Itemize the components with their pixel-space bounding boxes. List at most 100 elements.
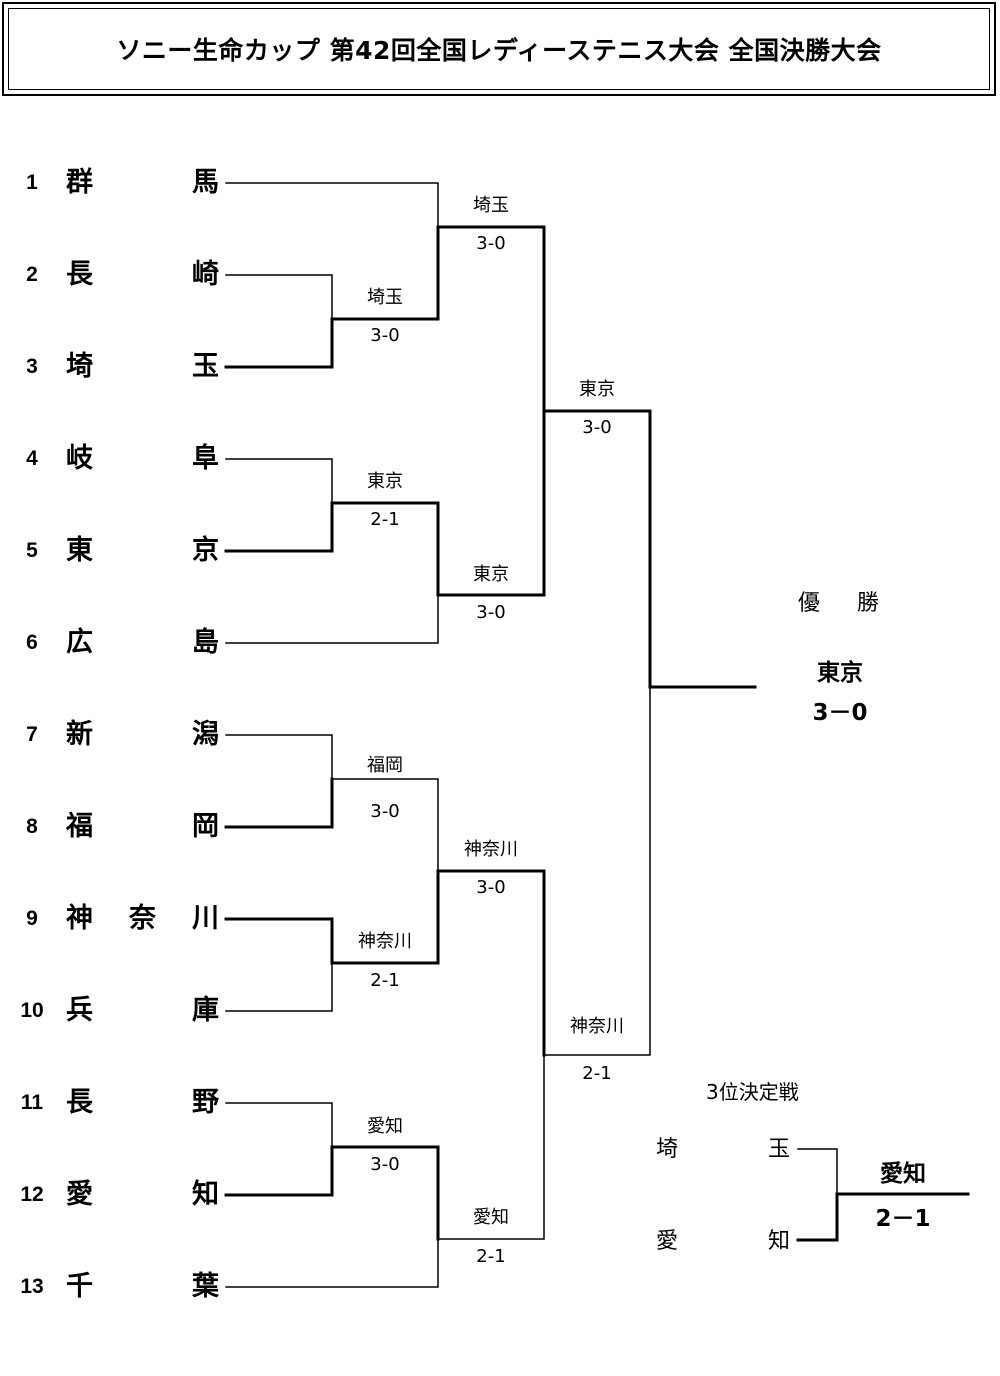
bracket-line [542,409,652,689]
page-title: ソニー生命カップ 第42回全国レディーステニス大会 全国決勝大会 [116,36,882,65]
participant-name-char: 群 [66,167,93,198]
seed-number: 10 [20,999,44,1022]
bracket-line [330,225,440,321]
participant-name-char: 神 [66,903,93,934]
seed-number: 12 [20,1183,44,1206]
championship-heading-char: 優 [798,591,823,616]
match-score: 3-0 [582,417,612,438]
bracket-line [436,409,546,597]
participant-name-char: 兵 [66,995,93,1026]
bracket-line [224,1145,334,1197]
participant-name-char: 岐 [66,443,93,474]
match-winner: 東京 [473,564,509,585]
participant-name-char: 長 [66,259,93,290]
match-score: 2-1 [476,1246,506,1267]
match-winner: 東京 [367,471,403,492]
participant-name-char: 埼 [66,351,93,382]
third-place-winner: 愛知 [880,1161,926,1187]
participant-name-char: 潟 [192,719,219,750]
bracket-line [224,317,334,369]
bracket-line [797,1148,838,1195]
third-place-title: 3位決定戦 [706,1080,799,1104]
match-winner: 愛知 [473,1207,509,1228]
match-winner: 神奈川 [464,839,518,860]
bracket-line [225,458,333,504]
bracket-line [224,777,334,829]
participant-name-char: 岡 [192,811,219,842]
bracket-line [437,1054,545,1240]
participant-name-char: 馬 [192,167,219,198]
participant-name-char: 新 [66,719,93,750]
match-winner: 東京 [579,379,615,400]
participant-name-char: 玉 [192,351,219,382]
seed-number: 13 [20,1275,44,1298]
bracket-line [330,869,440,965]
match-score: 2-1 [582,1063,612,1084]
participant-name-char: 奈 [129,903,156,934]
seed-number: 8 [26,815,38,838]
bracket-line [225,182,439,228]
third-place-team-char: 埼 [656,1137,679,1162]
participant-name-char: 野 [192,1087,219,1118]
match-score: 3-0 [370,801,400,822]
seed-number: 1 [26,171,38,194]
bracket-line [225,1102,333,1148]
seed-number: 3 [26,355,38,378]
seed-number: 5 [26,539,38,562]
participant-name-char: 京 [192,535,219,566]
match-score: 3-0 [476,233,506,254]
participant-name-char: 福 [66,811,93,842]
bracket-line [330,501,440,597]
third-place-team-char: 知 [768,1229,791,1254]
participant-name-char: 島 [192,627,219,658]
bracket-line [796,1192,839,1242]
participant-name-char: 阜 [192,443,219,474]
seed-number: 9 [26,907,38,930]
match-winner: 福岡 [367,755,403,776]
match-score: 3-0 [476,602,506,623]
match-score: 3-0 [370,325,400,346]
match-score: 2-1 [370,970,400,991]
bracket-line [436,869,546,1057]
bracket-line [225,594,439,644]
participant-name-char: 葉 [192,1271,219,1302]
match-winner: 埼玉 [473,195,509,216]
title-frame: ソニー生命カップ 第42回全国レディーステニス大会 全国決勝大会 [8,8,990,90]
match-winner: 神奈川 [358,931,412,952]
seed-number: 11 [20,1091,44,1114]
bracket-line [436,225,546,413]
seed-number: 7 [26,723,38,746]
participant-name-char: 知 [192,1179,219,1210]
match-winner: 神奈川 [570,1016,624,1037]
bracket-line [225,734,333,780]
championship-heading-char: 勝 [857,591,882,616]
seed-number: 6 [26,631,38,654]
seed-number: 2 [26,263,38,286]
match-score: 3-0 [370,1154,400,1175]
participant-name-char: 広 [66,627,93,658]
champion-name: 東京 [817,660,863,686]
bracket-line [225,1238,439,1288]
match-score: 2-1 [370,509,400,530]
champion-score: 3－0 [812,700,868,726]
third-place-team-char: 愛 [656,1229,679,1254]
third-place-score: 2－1 [875,1206,931,1232]
seed-number: 4 [26,447,38,470]
bracket-line [543,686,651,1056]
participant-name-char: 千 [66,1271,93,1302]
participant-name-char: 長 [66,1087,93,1118]
title-box: ソニー生命カップ 第42回全国レディーステニス大会 全国決勝大会 [2,2,996,96]
participant-name-char: 庫 [192,995,219,1026]
participant-name-char: 愛 [66,1179,93,1210]
match-score: 3-0 [476,877,506,898]
match-winner: 埼玉 [367,287,403,308]
participant-name-char: 川 [192,903,219,934]
bracket-line [224,501,334,553]
third-place-team-char: 玉 [768,1137,791,1162]
bracket-line [331,778,439,872]
bracket-line [224,917,334,965]
participant-name-char: 崎 [192,259,219,290]
bracket-line [225,962,333,1012]
match-winner: 愛知 [367,1116,403,1137]
